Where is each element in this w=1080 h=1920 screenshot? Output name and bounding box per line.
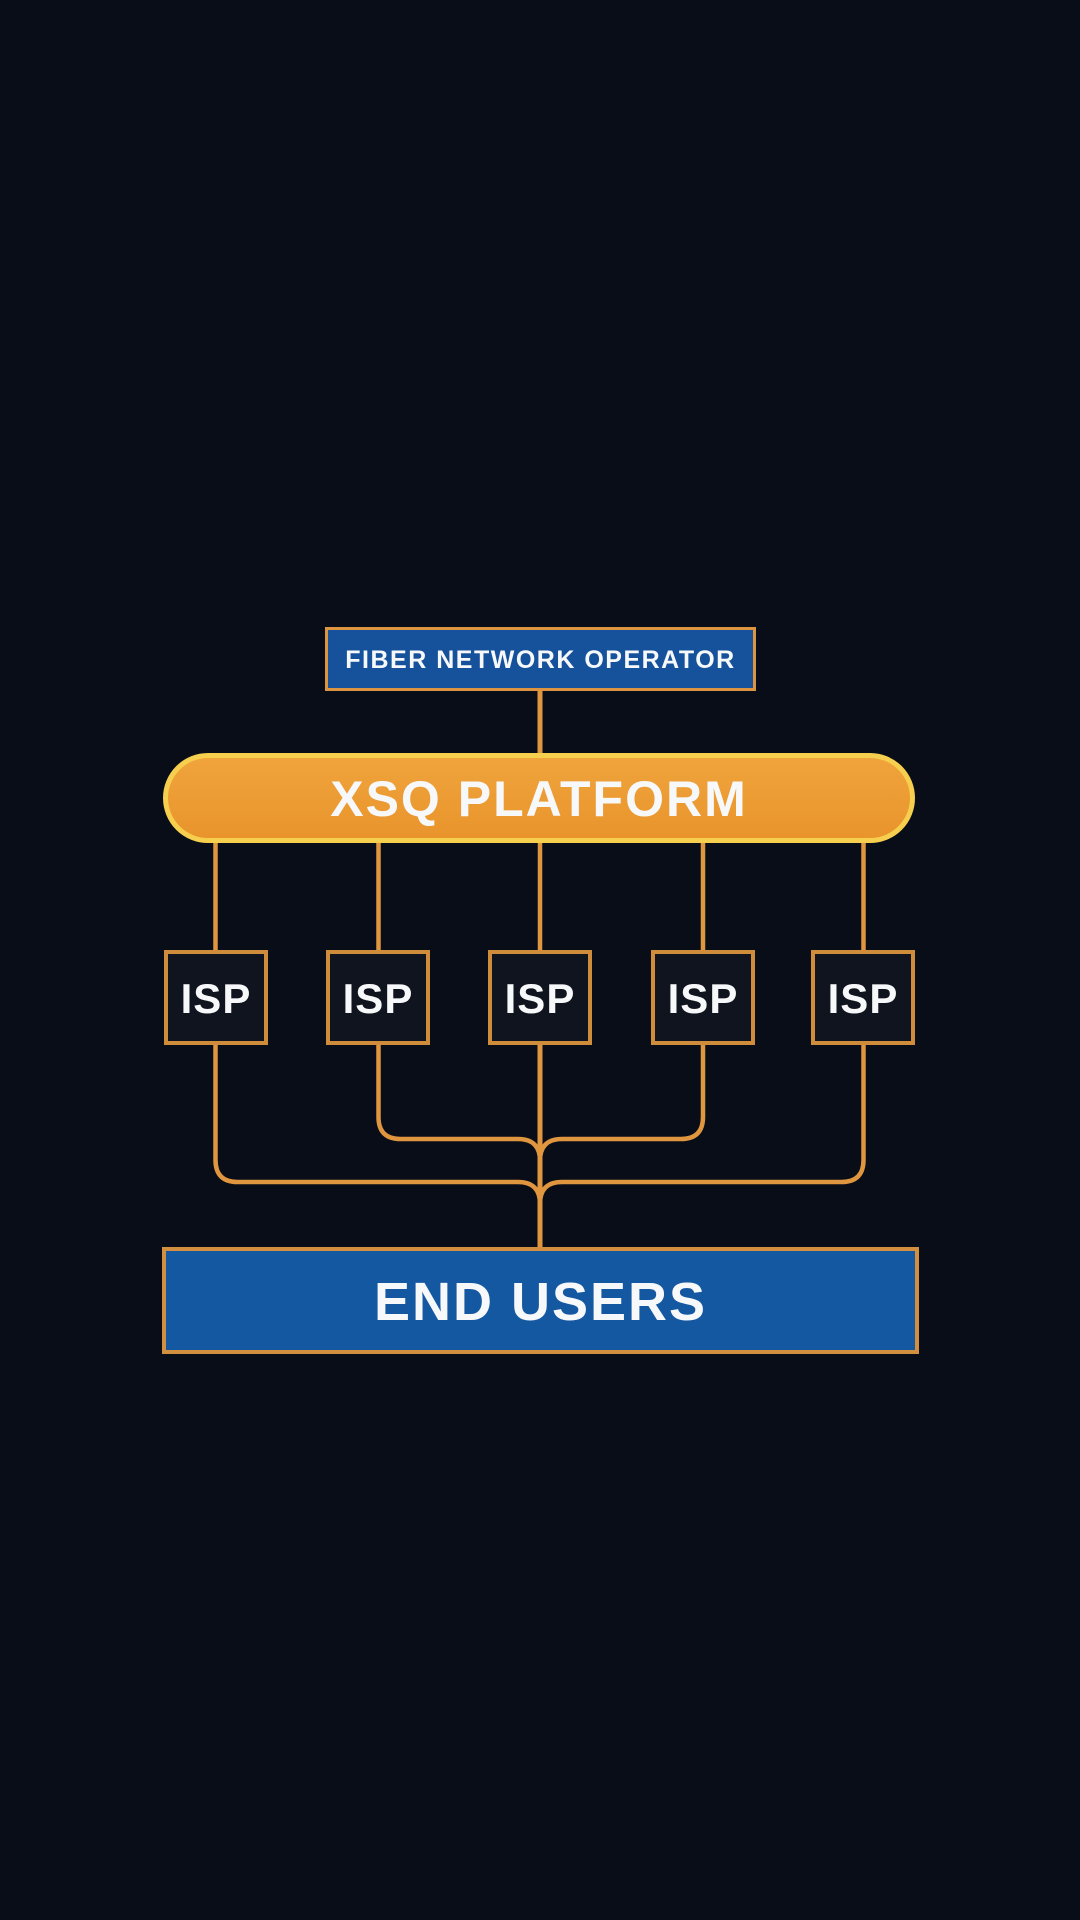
xsq-platform-label: XSQ PLATFORM bbox=[330, 771, 748, 827]
isp-label: ISP bbox=[667, 974, 739, 1022]
node-isp-5: ISP bbox=[811, 950, 915, 1045]
edge-isp-5-end-users bbox=[537, 1042, 866, 1205]
node-isp-3: ISP bbox=[488, 950, 592, 1045]
node-fiber-network-operator: FIBER NETWORK OPERATOR bbox=[325, 627, 756, 691]
node-isp-2: ISP bbox=[326, 950, 430, 1045]
isp-label: ISP bbox=[180, 974, 252, 1022]
node-isp-1: ISP bbox=[164, 950, 268, 1045]
edge-isp-1-end-users bbox=[213, 1042, 543, 1205]
edge-isp-2-end-users bbox=[376, 1042, 543, 1162]
end-users-label: END USERS bbox=[373, 1271, 708, 1332]
node-isp-4: ISP bbox=[651, 950, 755, 1045]
isp-label: ISP bbox=[504, 974, 576, 1022]
node-xsq-platform: XSQ PLATFORM bbox=[163, 753, 915, 843]
edge-isp-4-end-users bbox=[537, 1042, 706, 1162]
isp-label: ISP bbox=[827, 974, 899, 1022]
fiber-network-operator-label: FIBER NETWORK OPERATOR bbox=[345, 645, 736, 674]
node-end-users: END USERS bbox=[162, 1247, 919, 1354]
isp-label: ISP bbox=[342, 974, 414, 1022]
